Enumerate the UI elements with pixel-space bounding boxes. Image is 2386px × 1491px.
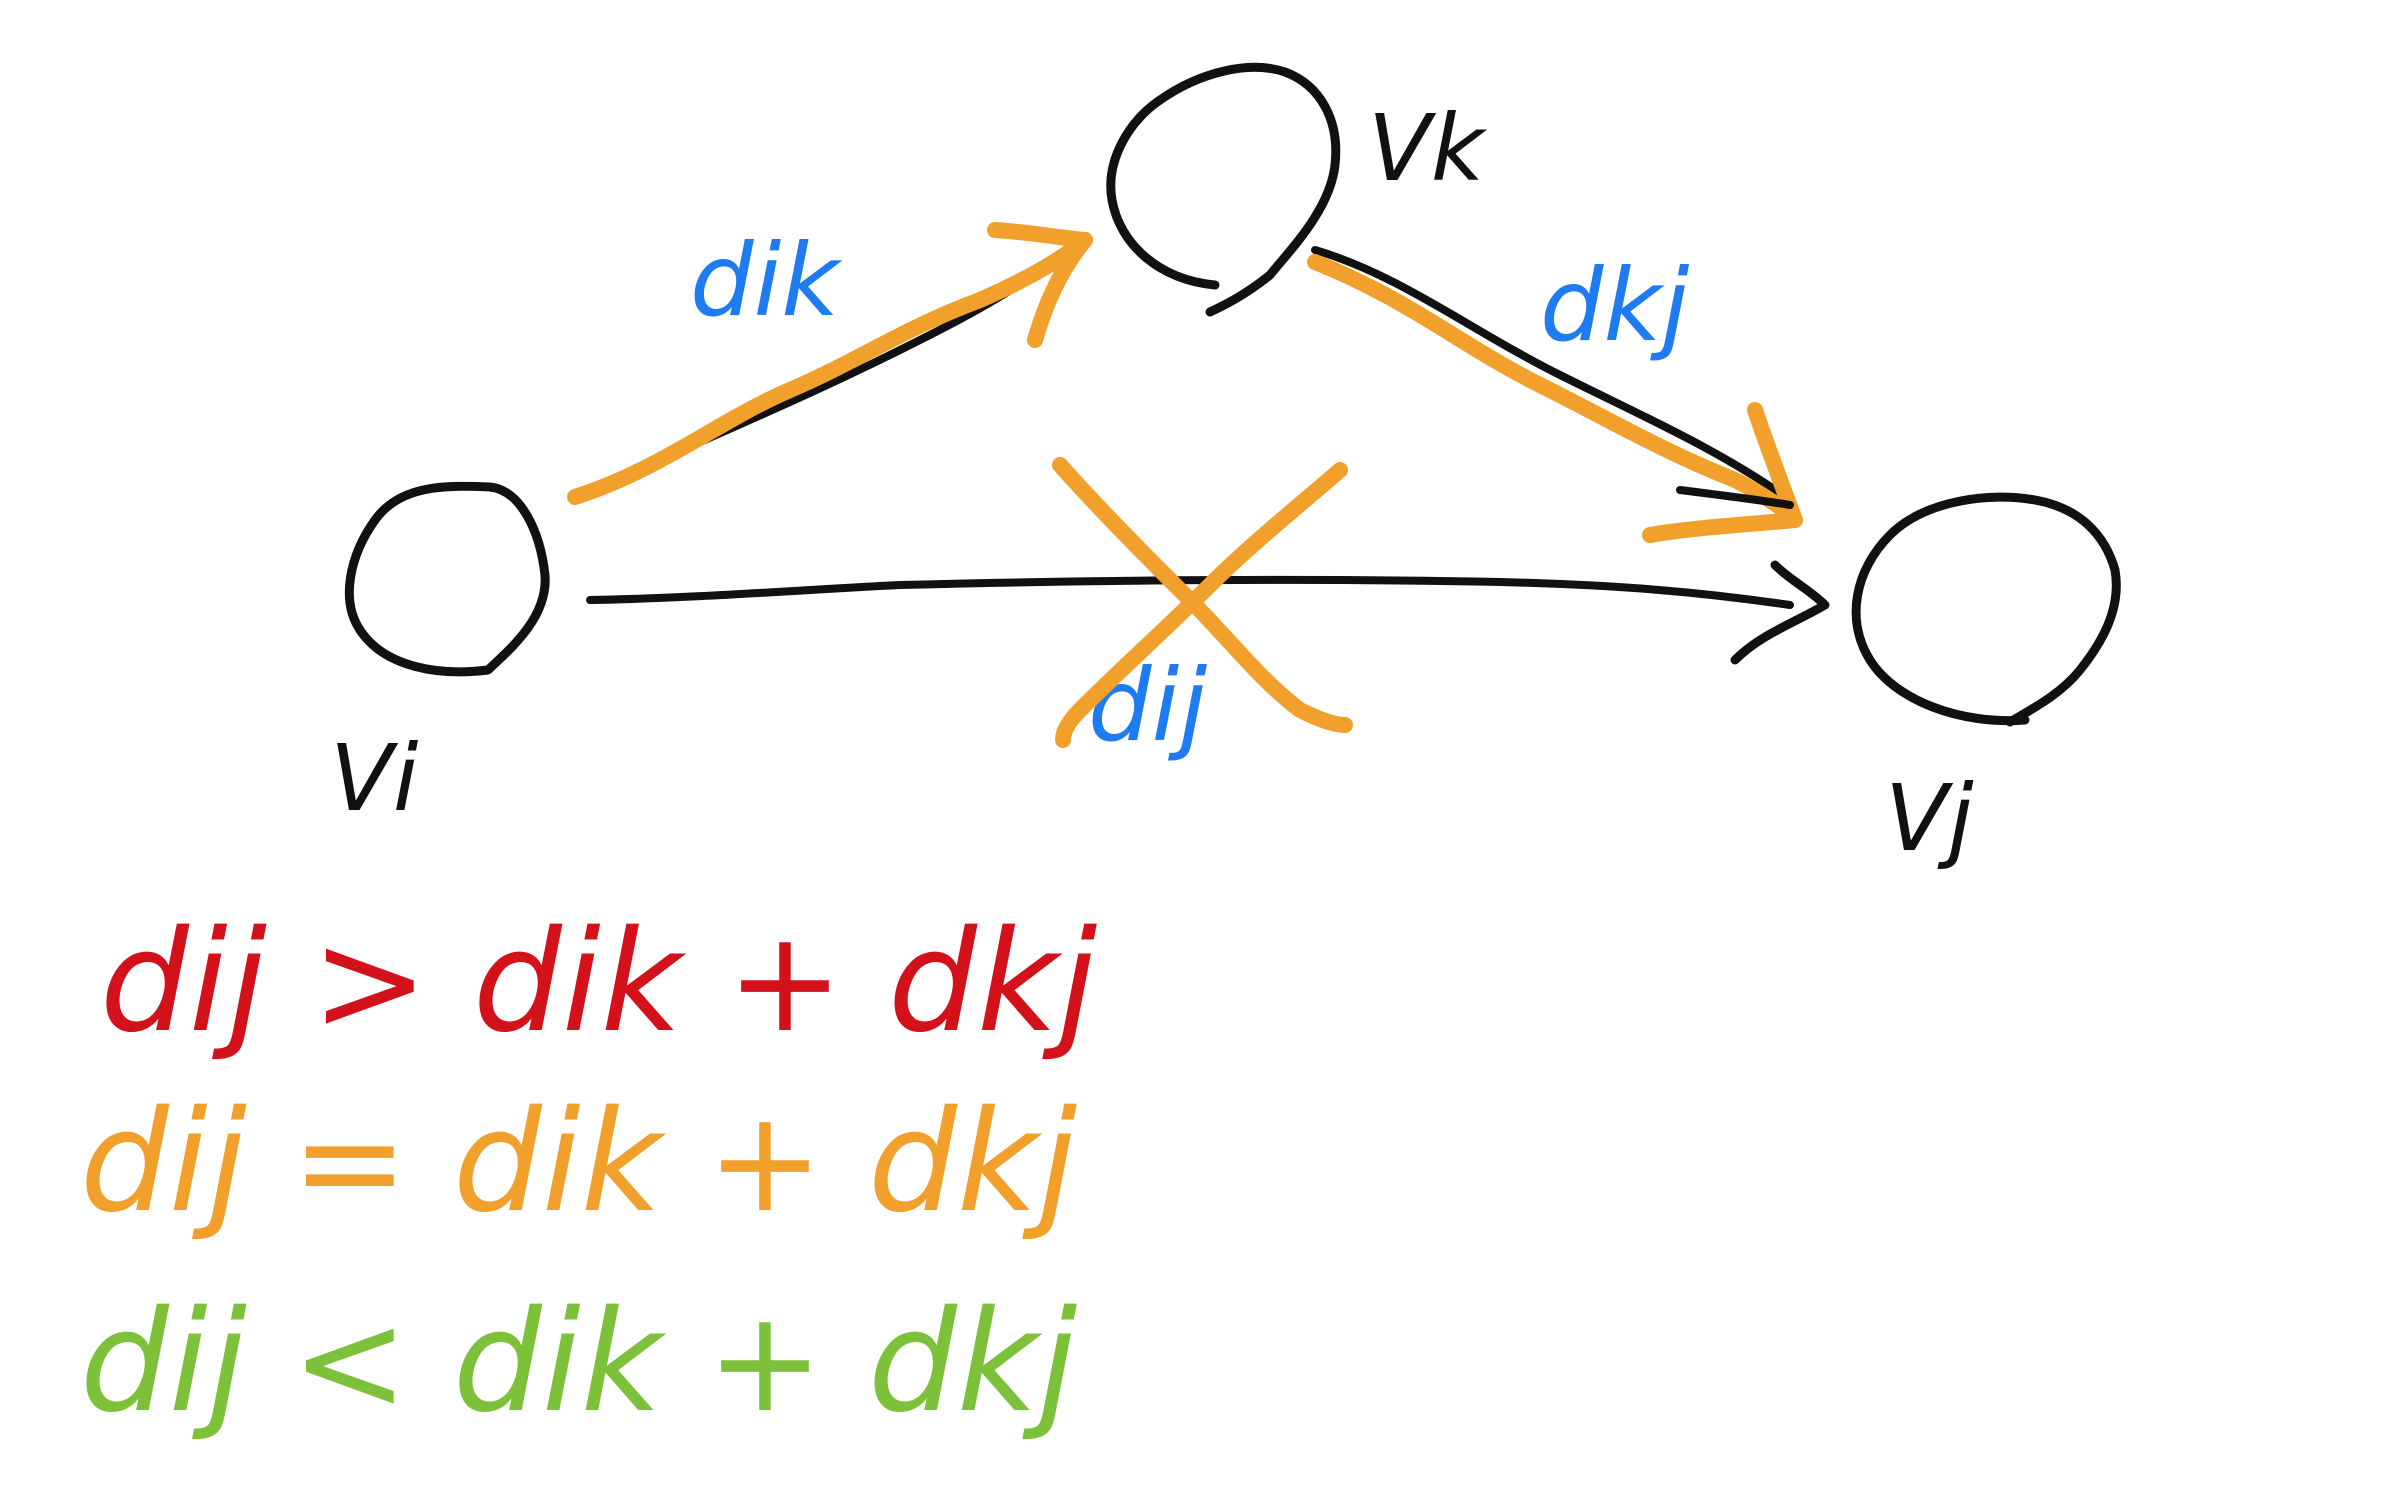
cross-mark-stroke-2	[1055, 462, 1348, 748]
equation-equal: dij = dik + dkj	[80, 1081, 1077, 1244]
edge-ik: dik	[567, 222, 1093, 505]
edge-kj-label: dkj	[1540, 247, 1689, 364]
node-vi-circle	[344, 481, 550, 677]
edge-kj-arrowhead-base	[1676, 486, 1794, 509]
node-vj: Vj	[1851, 492, 2121, 872]
edge-ij-arrowhead	[1730, 560, 1830, 665]
node-vk-circle	[1106, 62, 1341, 317]
edge-ik-label: dik	[690, 222, 843, 339]
edge-kj-arrowhead	[1642, 402, 1803, 543]
edge-ij-line	[586, 575, 1794, 609]
node-vj-label: Vj	[1885, 765, 1974, 872]
edge-ij: dij	[586, 457, 1830, 764]
edge-ik-arrowhead	[987, 222, 1093, 348]
node-vi-label: Vi	[330, 725, 419, 832]
equations: dij > dik + dkj dij = dik + dkj dij < di…	[80, 901, 1097, 1444]
node-vi: Vi	[330, 481, 550, 832]
edge-kj-highlight	[1307, 254, 1803, 528]
edge-ij-label: dij	[1088, 647, 1207, 764]
equation-less: dij < dik + dkj	[80, 1281, 1077, 1444]
edge-kj: dkj	[1307, 246, 1803, 543]
node-vk: Vk	[1106, 62, 1488, 317]
edge-ik-highlight	[567, 232, 1093, 505]
node-vj-circle	[1851, 492, 2121, 727]
equation-greater: dij > dik + dkj	[100, 901, 1097, 1064]
edge-kj-line	[1311, 246, 1794, 504]
node-vk-label: Vk	[1368, 95, 1488, 202]
cross-mark-stroke-1	[1052, 457, 1353, 733]
